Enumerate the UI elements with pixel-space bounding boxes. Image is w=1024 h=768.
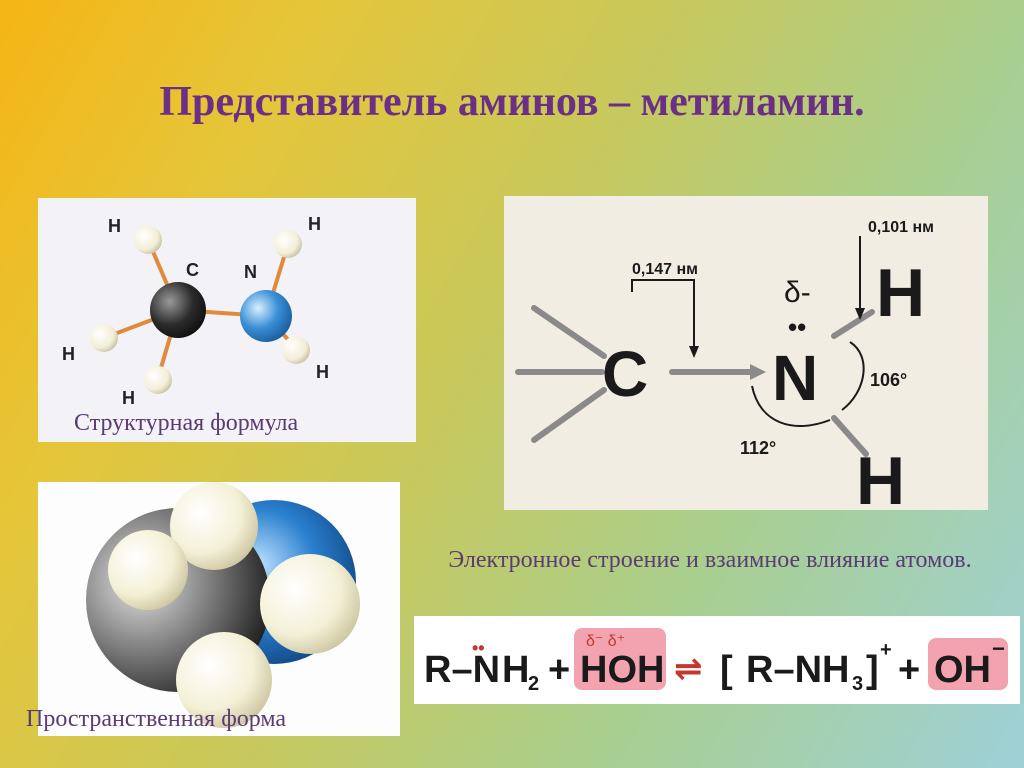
eq-sub2: 2 [528,673,539,695]
lone-pair: •• [788,312,806,342]
equation-panel: R–N •• H 2 + δ⁻ δ⁺ HOH ⇌ [ R–NH 3 ] + + … [414,616,1020,704]
spatial-model-panel [38,482,400,736]
eq-arrows: ⇌ [674,650,703,688]
label-h: H [316,362,329,382]
eq-bracket-open: [ [720,649,733,691]
electronic-caption: Электронное строение и взаимное влияние … [448,547,972,573]
arrow-head [750,364,766,380]
hydrogen-sphere [260,554,360,654]
oh-highlight [928,638,1008,690]
hoh-highlight [574,628,666,690]
carbon-bonds [515,305,875,457]
label-h: H [308,214,321,234]
eq-plus: + [898,649,920,691]
bond-nh-length: 0,101 нм [868,219,934,236]
hydrogen-atom [274,230,302,258]
ball-and-stick-model: H C N H H H H [62,214,329,408]
eq-h: H [502,649,529,691]
spatial-caption: Пространственная форма [26,706,287,732]
carbon-atom [150,282,206,338]
hydrogen-sphere [176,632,272,728]
atom-h-bottom: H [856,443,905,510]
atom-c: C [602,338,648,410]
space-filling-model [86,482,360,728]
nitrogen-atom [240,290,292,342]
eq-lone-pair: •• [472,638,485,658]
bond-cn-length: 0,147 нм [632,261,698,278]
eq-oh: OH [934,649,991,691]
atom-n: N [772,342,818,414]
eq-bracket-close: ] [866,649,879,691]
hydrogen-atom [144,366,172,394]
arrow-tip [855,308,865,320]
eq-delta-labels: δ⁻ δ⁺ [586,633,625,650]
eq-sup-plus: + [880,639,892,661]
atom-h-top: H [876,255,925,331]
hydrogen-atom [90,324,118,352]
eq-plus: + [548,649,570,691]
electronic-structure-panel: C N •• δ- H H 0,147 нм 0,101 нм 106° 112… [504,196,988,519]
eq-r-n: R–N [424,649,500,691]
arrow-tip [689,346,699,358]
reaction-equation: R–N •• H 2 + δ⁻ δ⁺ HOH ⇌ [ R–NH 3 ] + + … [424,628,1008,695]
dimension-lines [631,236,861,350]
label-c: C [186,260,199,280]
delta-label: δ- [784,276,811,309]
label-h: H [122,388,135,408]
page-title: Представитель аминов – метиламин. [159,79,865,125]
angle-112: 112° [740,438,776,458]
hydrogen-sphere [108,530,188,610]
eq-r-nh: R–NH [746,649,849,691]
eq-hoh: HOH [580,649,664,691]
eq-sub3: 3 [852,673,863,695]
label-n: N [244,262,257,282]
hydrogen-sphere [170,482,258,570]
hydrogen-atom [134,226,162,254]
structural-caption: Структурная формула [74,410,299,436]
label-h: H [62,344,75,364]
angle-arcs [751,341,865,428]
hydrogen-atom [282,336,310,364]
electronic-structure-diagram: C N •• δ- H H 0,147 нм 0,101 нм 106° 112… [515,219,934,519]
angle-106: 106° [870,370,907,390]
eq-sup-minus: − [992,636,1005,661]
structural-formula-panel: H C N H H H H [38,198,416,442]
label-h: H [108,216,121,236]
